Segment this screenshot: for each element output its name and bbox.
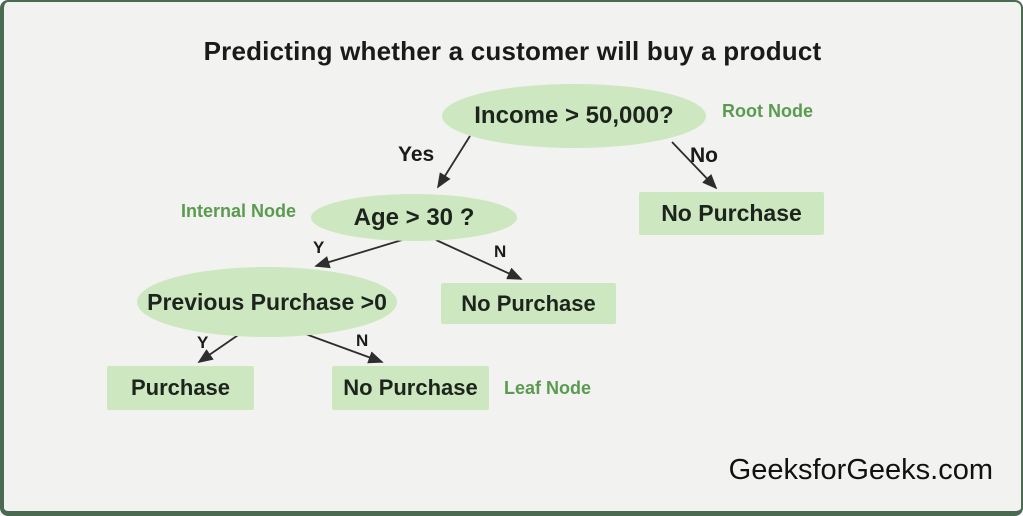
edge-label-no: No bbox=[690, 144, 718, 167]
edge-previous-no bbox=[299, 331, 384, 364]
node-leaf-purchase: Purchase bbox=[107, 366, 254, 410]
annotation-root-node: Root Node bbox=[722, 101, 813, 121]
node-leaf-no-purchase-top: No Purchase bbox=[639, 192, 824, 235]
edge-label-previous-y: Y bbox=[197, 333, 209, 352]
annotation-internal-node: Internal Node bbox=[181, 201, 297, 221]
node-root-income: Income > 50,000? bbox=[442, 84, 706, 148]
annotation-leaf-node: Leaf Node bbox=[504, 378, 592, 398]
node-leaf-no-purchase-bottom: No Purchase bbox=[332, 366, 489, 410]
edge-age-no bbox=[435, 239, 523, 280]
edge-label-yes: Yes bbox=[398, 143, 435, 166]
edge-root-yes bbox=[437, 135, 471, 189]
edge-label-previous-n: N bbox=[356, 331, 369, 350]
node-leaf-no-purchase-mid: No Purchase bbox=[441, 283, 616, 324]
watermark-geeksforgeeks: GeeksforGeeks.com bbox=[728, 454, 993, 486]
edge-label-age-y: Y bbox=[313, 238, 325, 257]
node-internal-age: Age > 30 ? bbox=[311, 194, 517, 241]
diagram-title: Predicting whether a customer will buy a… bbox=[203, 36, 822, 66]
edge-label-age-n: N bbox=[494, 242, 507, 261]
edge-age-yes bbox=[314, 239, 403, 269]
tree-edges bbox=[197, 135, 718, 364]
node-internal-previous-purchase: Previous Purchase >0 bbox=[137, 267, 397, 337]
